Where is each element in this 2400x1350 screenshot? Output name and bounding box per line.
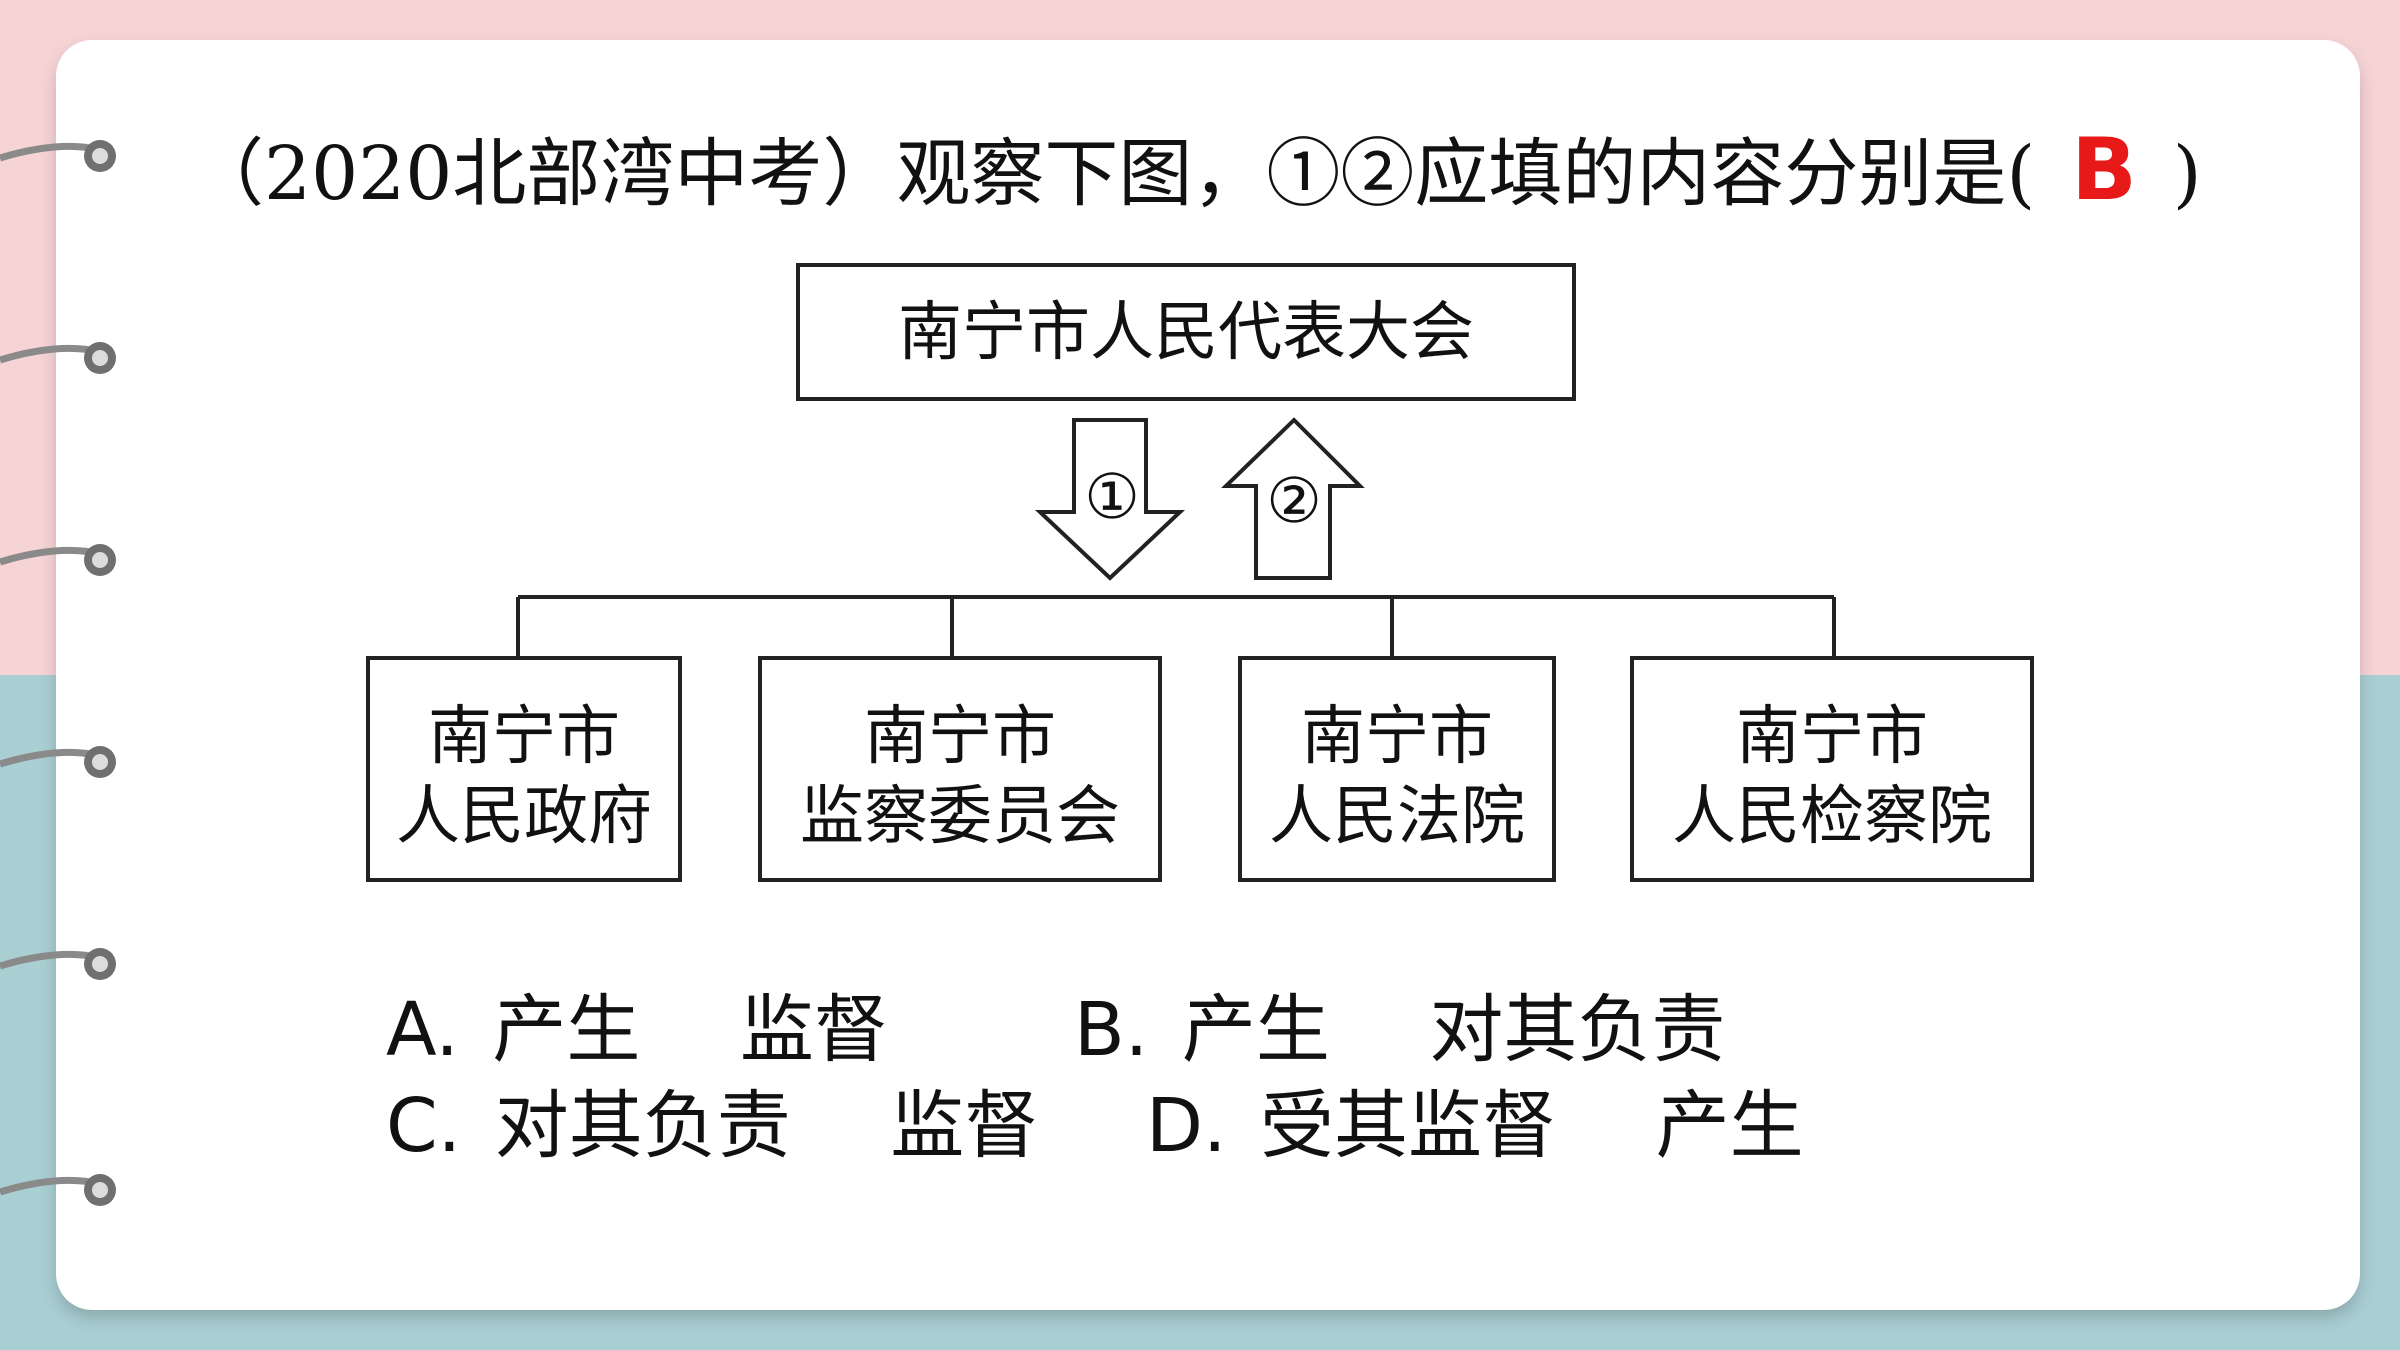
box-government-line1: 南宁市 — [428, 700, 620, 774]
box-government-line2: 人民政府 — [396, 780, 652, 854]
box-court — [1238, 656, 1556, 882]
option-a-letter: A. — [386, 987, 459, 1073]
box-court-line2: 人民法院 — [1269, 780, 1525, 854]
box-court-line1: 南宁市 — [1301, 700, 1493, 774]
binder-ring-icon — [0, 746, 116, 778]
binder-ring-icon — [0, 1174, 116, 1206]
top-box — [796, 263, 1576, 401]
option-d-text2: 产生 — [1655, 1083, 1804, 1169]
box-supervision-line2: 监察委员会 — [800, 780, 1120, 854]
arrow-up-label: ② — [1266, 464, 1322, 537]
box-procuratorate — [1630, 656, 2034, 882]
option-a: A. 产生 监督 — [386, 970, 888, 1077]
option-c-text2: 监督 — [890, 1083, 1039, 1169]
box-supervision-line1: 南宁市 — [864, 700, 1056, 774]
option-a-text2: 监督 — [739, 987, 888, 1073]
binder-ring-icon — [0, 948, 116, 980]
option-b-text2: 对其负责 — [1429, 987, 1726, 1073]
arrow-down-label: ① — [1084, 460, 1140, 533]
option-a-text1: 产生 — [492, 987, 641, 1073]
option-c-text1: 对其负责 — [494, 1083, 791, 1169]
option-c: C. 对其负责 监督 — [386, 1066, 1038, 1173]
question-text: （2020北部湾中考）观察下图，①②应填的内容分别是( B) — [190, 110, 2310, 234]
box-procuratorate-line2: 人民检察院 — [1672, 780, 1992, 854]
box-supervision-committee — [758, 656, 1162, 882]
question-suffix: ) — [2172, 131, 2202, 217]
option-c-letter: C. — [386, 1083, 462, 1169]
arrow-down-icon — [1034, 418, 1186, 581]
answer-letter: B — [2071, 120, 2137, 220]
option-b: B. 产生 对其负责 — [1074, 970, 1725, 1077]
option-b-letter: B. — [1074, 987, 1149, 1073]
option-d-letter: D. — [1146, 1083, 1227, 1169]
binder-ring-icon — [0, 342, 116, 374]
binder-ring-icon — [0, 140, 116, 172]
top-box-label: 南宁市人民代表大会 — [898, 296, 1474, 370]
box-government — [366, 656, 682, 882]
question-prefix: （2020北部湾中考）观察下图，①②应填的内容分别是( — [190, 131, 2036, 217]
box-procuratorate-line1: 南宁市 — [1736, 700, 1928, 774]
option-d: D. 受其监督 产生 — [1146, 1066, 1804, 1173]
arrow-up-icon — [1221, 417, 1365, 580]
option-d-text1: 受其监督 — [1260, 1083, 1557, 1169]
binder-ring-icon — [0, 544, 116, 576]
option-b-text1: 产生 — [1181, 987, 1330, 1073]
